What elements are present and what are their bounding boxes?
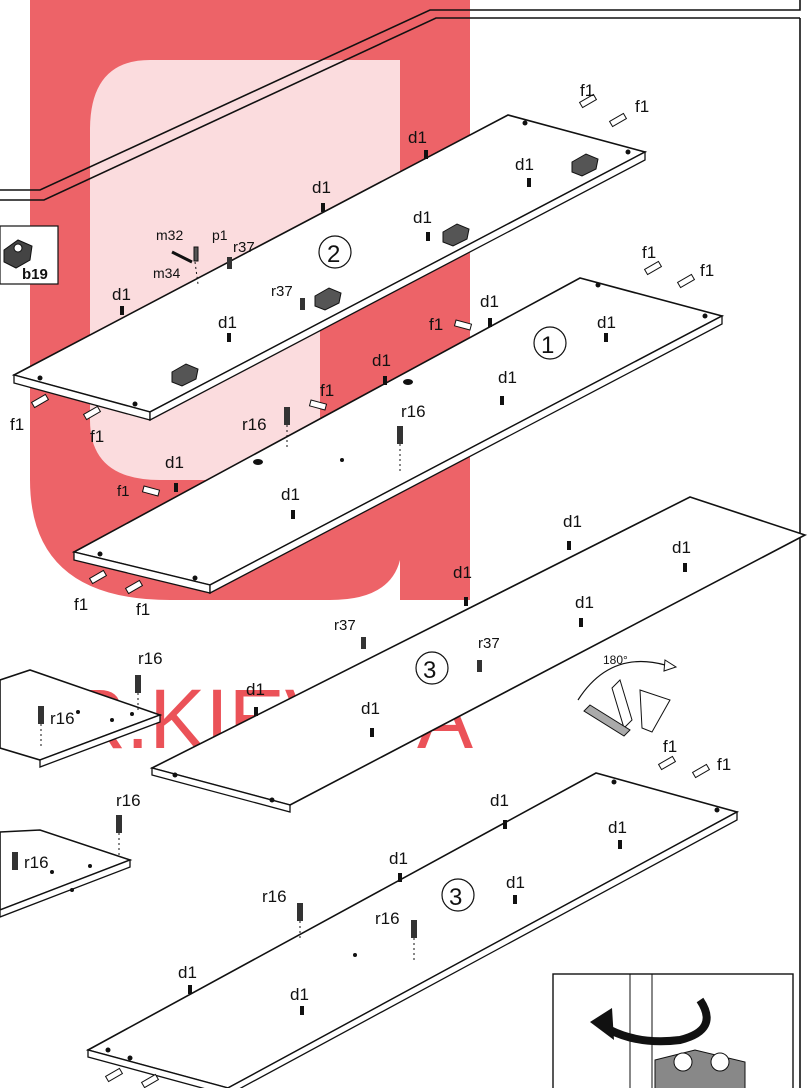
f1-dowel (643, 260, 663, 276)
panel-2: 2 (11, 114, 648, 422)
detail-inset (552, 973, 794, 1088)
label-d1: d1 (608, 818, 627, 837)
label-r37: r37 (271, 283, 293, 300)
f1-dowel (30, 393, 50, 409)
f1-dowel (657, 755, 677, 771)
label-f1: f1 (90, 427, 104, 446)
label-d1: d1 (597, 313, 616, 332)
label-d1: d1 (672, 538, 691, 557)
panel-3b-badge (441, 878, 475, 912)
f1-dowel (691, 763, 711, 779)
panel-3a-number: 3 (423, 657, 436, 684)
label-d1: d1 (165, 453, 184, 472)
b19-callout: b19 (0, 225, 59, 285)
label-p1: p1 (212, 227, 228, 243)
panel-2-number: 2 (327, 241, 340, 268)
hinge-bracket (171, 363, 199, 387)
label-d1: d1 (506, 873, 525, 892)
label-d1: d1 (389, 849, 408, 868)
panel-1-badge (533, 326, 567, 360)
label-f1: f1 (717, 755, 731, 774)
rotate-180-icon: 180° (577, 653, 678, 737)
label-f1: f1 (320, 381, 334, 400)
label-d1: d1 (408, 128, 427, 147)
label-d1: d1 (575, 593, 594, 612)
label-r37: r37 (478, 635, 500, 652)
f1-dowel (578, 93, 598, 109)
panel-3-upper: 3 (149, 496, 808, 813)
f1-dowel (141, 485, 161, 497)
f1-dowel (104, 1067, 124, 1083)
label-r16: r16 (138, 649, 163, 668)
label-r16: r16 (262, 887, 287, 906)
label-r16: r16 (401, 402, 426, 421)
label-m32: m32 (156, 227, 183, 243)
label-d1: d1 (312, 178, 331, 197)
hinge-bracket (571, 153, 599, 177)
label-f1: f1 (136, 600, 150, 619)
rotate-arrow-icon (590, 1008, 614, 1040)
f1-dowel (88, 569, 108, 585)
rotation-angle: 180° (603, 653, 628, 667)
label-r16: r16 (375, 909, 400, 928)
label-f1: f1 (117, 483, 130, 500)
label-f1: f1 (700, 261, 714, 280)
label-d1: d1 (281, 485, 300, 504)
hinge-bracket (314, 287, 342, 311)
f1-dowel (308, 399, 328, 411)
label-d1: d1 (498, 368, 517, 387)
label-d1: d1 (246, 680, 265, 699)
label-f1: f1 (429, 315, 443, 334)
label-r16: r16 (24, 853, 49, 872)
side-panel-left-upper (0, 669, 163, 768)
b19-label: b19 (22, 266, 48, 283)
label-d1: d1 (563, 512, 582, 531)
label-r16: r16 (242, 415, 267, 434)
panel-3-lower: 3 (85, 772, 740, 1088)
panel-3b-number: 3 (449, 884, 462, 911)
label-f1: f1 (580, 81, 594, 100)
label-f1: f1 (663, 737, 677, 756)
label-r16: r16 (116, 791, 141, 810)
f1-dowel (124, 579, 144, 595)
label-f1: f1 (642, 243, 656, 262)
f1-dowel (608, 112, 628, 128)
panel-2-badge (318, 235, 352, 269)
panel-1-number: 1 (541, 332, 554, 359)
label-d1: d1 (453, 563, 472, 582)
hinge-bracket (442, 223, 470, 247)
label-r16: r16 (50, 709, 75, 728)
label-f1: f1 (74, 595, 88, 614)
label-d1: d1 (480, 292, 499, 311)
label-d1: d1 (218, 313, 237, 332)
label-d1: d1 (413, 208, 432, 227)
label-d1: d1 (361, 699, 380, 718)
label-d1: d1 (178, 963, 197, 982)
label-r37: r37 (233, 239, 255, 256)
f1-dowel (453, 319, 473, 331)
part-labels: f1 f1 d1 d1 d1 d1 m32 p1 r37 m34 r37 d1 … (10, 81, 731, 1004)
label-d1: d1 (515, 155, 534, 174)
label-d1: d1 (290, 985, 309, 1004)
side-panel-left-lower (0, 815, 133, 918)
label-d1: d1 (490, 791, 509, 810)
f1-dowel (82, 405, 102, 421)
label-f1: f1 (635, 97, 649, 116)
panel-1: 1 (71, 277, 725, 595)
label-d1: d1 (112, 285, 131, 304)
panel-3a-badge (415, 651, 449, 685)
f1-dowel (676, 273, 696, 289)
label-d1: d1 (372, 351, 391, 370)
label-f1: f1 (10, 415, 24, 434)
f1-dowel (140, 1073, 160, 1088)
label-r37: r37 (334, 617, 356, 634)
label-m34: m34 (153, 265, 180, 281)
